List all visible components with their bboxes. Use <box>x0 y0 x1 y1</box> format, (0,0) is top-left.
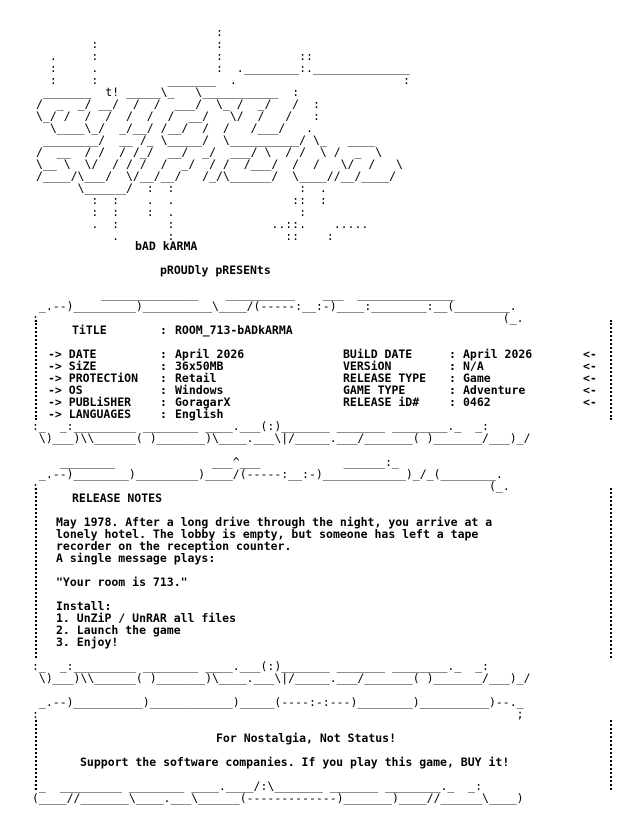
info-value: English <box>175 407 224 421</box>
info-label: BUiLD DATE <box>343 347 413 361</box>
info-value: Retail <box>175 371 217 385</box>
notes-box-bottom-border: :_ _:_________ ________ ____.___(:)_____… <box>32 659 531 685</box>
presents-line: pROUDly pRESENts <box>160 263 271 277</box>
info-colon: : <box>449 383 456 397</box>
notes-line: lonely hotel. The lobby is empty, but so… <box>56 527 479 541</box>
title-label: TiTLE <box>72 323 107 337</box>
notes-box-top-border: ________ ___^___ ______:_ _.--)________)… <box>32 455 510 493</box>
arrow-marker: <- <box>583 347 597 361</box>
info-value: 36x50MB <box>175 359 224 373</box>
notes-line: "Your room is 713." <box>56 575 188 589</box>
info-value: 0462 <box>463 395 491 409</box>
info-label: -> PROTECTiON <box>48 371 139 385</box>
info-box-top-border: ______________ __________ ___ __________… <box>32 287 524 325</box>
notes-line: recorder on the reception counter. <box>56 539 292 553</box>
info-label: -> DATE <box>48 347 97 361</box>
info-label: -> PUBLiSHER <box>48 395 132 409</box>
info-label: RELEASE TYPE <box>343 371 427 385</box>
info-label: RELEASE iD# <box>343 395 420 409</box>
info-colon: : <box>449 359 456 373</box>
group-name: bAD kARMA <box>135 239 198 253</box>
info-label: VERSiON <box>343 359 392 373</box>
logo-tag: t! <box>105 85 120 99</box>
notes-line: 3. Enjoy! <box>56 635 119 649</box>
info-colon: : <box>160 407 167 421</box>
info-colon: : <box>160 371 167 385</box>
info-colon: : <box>160 359 167 373</box>
info-value: Game <box>463 371 491 385</box>
info-box-left-border <box>35 320 39 420</box>
notes-line: 1. UnZiP / UnRAR all files <box>56 611 237 625</box>
arrow-marker: <- <box>583 359 597 373</box>
notes-heading: RELEASE NOTES <box>72 491 163 505</box>
notes-line: A single message plays: <box>56 551 216 565</box>
info-colon: : <box>449 395 456 409</box>
info-label: -> OS <box>48 383 83 397</box>
arrow-marker: <- <box>583 371 597 385</box>
info-value: April 2026 <box>175 347 245 361</box>
info-value: N/A <box>463 359 484 373</box>
footer-slogan: For Nostalgia, Not Status! <box>216 731 397 745</box>
info-value: GoragarX <box>175 395 231 409</box>
notes-line: Install: <box>56 599 112 613</box>
notes-box-right-border <box>610 488 614 658</box>
notes-line: 2. Launch the game <box>56 623 181 637</box>
info-colon: : <box>160 347 167 361</box>
footer-box-top-border: _.--)__________)____________)_____(----:… <box>32 695 524 721</box>
notes-box-left-border <box>35 488 39 658</box>
footer-box-bottom-border: :_ _________ ________ ____.____/:\______… <box>32 779 524 805</box>
info-box-bottom-border: :_ _:_________ ________ ____.___(:)_____… <box>32 419 531 445</box>
notes-line: May 1978. After a long drive through the… <box>56 515 493 529</box>
info-colon: : <box>449 347 456 361</box>
title-colon: : <box>160 323 167 337</box>
info-label: -> LANGUAGES <box>48 407 132 421</box>
arrow-marker: <- <box>583 383 597 397</box>
footer-box-right-border <box>610 720 614 790</box>
footer-support: Support the software companies. If you p… <box>80 755 510 769</box>
info-value: Adventure <box>463 383 526 397</box>
info-colon: : <box>160 383 167 397</box>
arrow-marker: <- <box>583 395 597 409</box>
footer-box-left-border <box>35 720 39 790</box>
info-colon: : <box>160 395 167 409</box>
info-value: Windows <box>175 383 224 397</box>
info-value: April 2026 <box>463 347 533 361</box>
info-label: GAME TYPE <box>343 383 406 397</box>
info-colon: : <box>449 371 456 385</box>
info-label: -> SiZE <box>48 359 97 373</box>
title-value: ROOM_713-bADkARMA <box>175 323 293 337</box>
info-box-right-border <box>610 320 614 420</box>
logo-ascii-art: : : : . : : :: : . : .________:.________… <box>36 25 410 243</box>
